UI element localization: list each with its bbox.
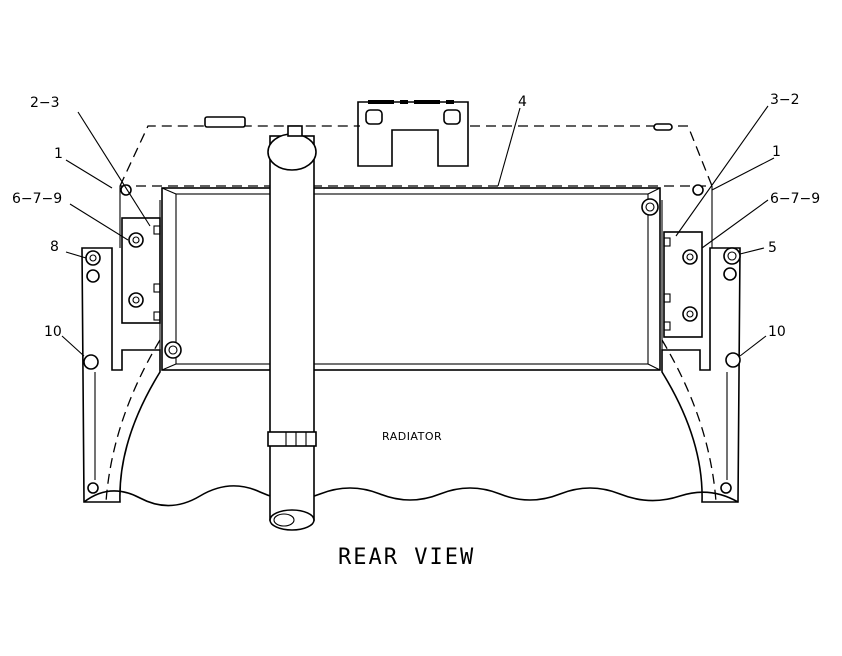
callout-6-7-9-right: 6−7−9 xyxy=(770,191,820,207)
callout-1-right: 1 xyxy=(772,144,781,160)
leader-lines xyxy=(61,105,775,357)
callout-5: 5 xyxy=(768,240,777,256)
radiator-core xyxy=(161,187,661,371)
callout-1-left: 1 xyxy=(54,146,63,162)
left-side-frame xyxy=(81,184,161,503)
callout-6-7-9-left: 6−7−9 xyxy=(12,191,62,207)
vertical-pipe xyxy=(267,125,317,531)
break-line xyxy=(83,485,739,507)
right-side-frame xyxy=(661,184,741,503)
view-title: REAR VIEW xyxy=(338,545,475,570)
radiator-label: RADIATOR xyxy=(382,430,442,443)
lifting-bracket xyxy=(357,100,469,167)
callout-2-3: 2−3 xyxy=(30,95,60,111)
callout-4: 4 xyxy=(518,94,527,110)
top-shroud xyxy=(119,116,713,187)
callout-10-right: 10 xyxy=(768,324,786,340)
callout-8: 8 xyxy=(50,239,59,255)
callout-10-left: 10 xyxy=(44,324,62,340)
callout-3-2: 3−2 xyxy=(770,92,800,108)
